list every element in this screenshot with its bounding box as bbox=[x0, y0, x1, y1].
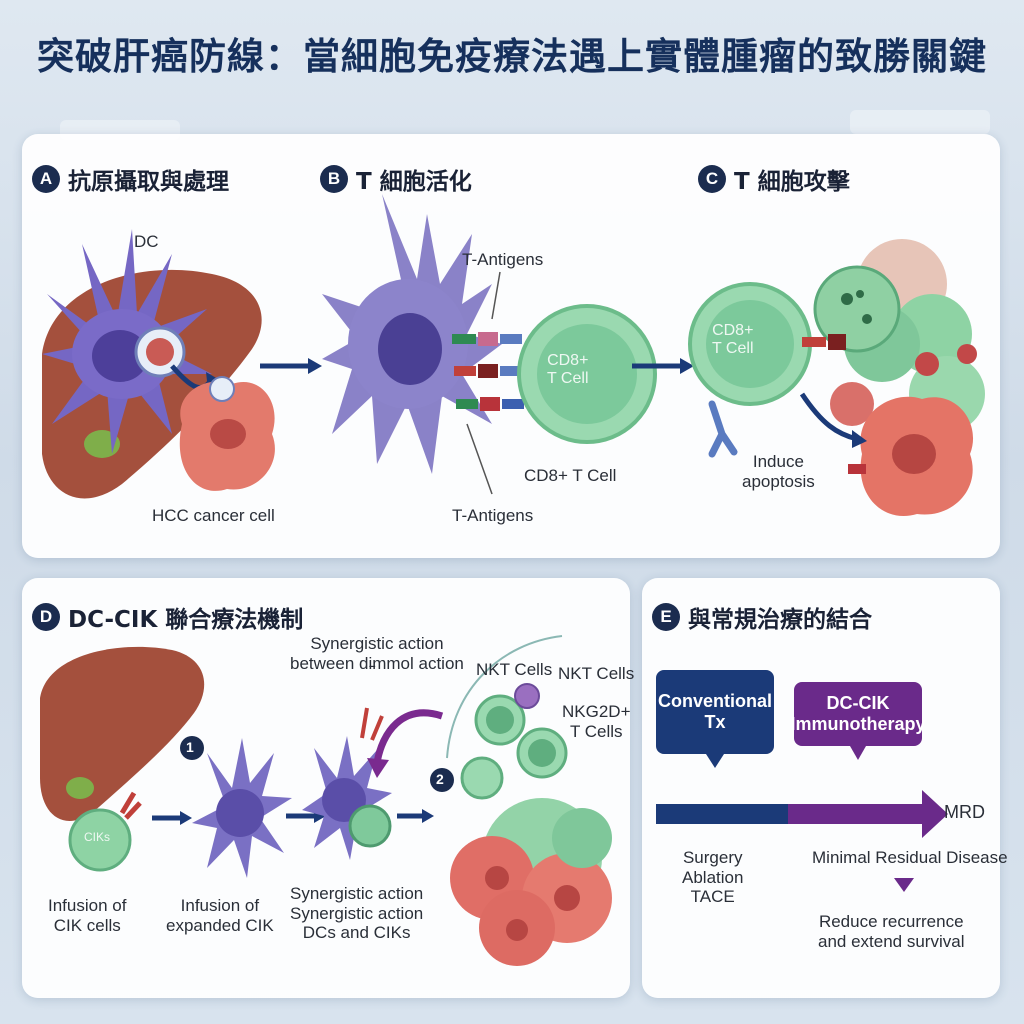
outcome-label: Reduce recurrence and extend survival bbox=[818, 912, 964, 951]
infusion-expanded-label: Infusion of expanded CIK bbox=[166, 896, 274, 935]
timeline-dccik bbox=[788, 804, 924, 824]
antigens-top-label: T-Antigens bbox=[462, 250, 543, 270]
apoptotic-cell bbox=[815, 267, 899, 351]
page-title: 突破肝癌防線：當細胞免疫療法遇上實體腫瘤的致勝關鍵 bbox=[0, 26, 1024, 80]
synergy-arrow bbox=[377, 713, 442, 763]
timeline-conventional bbox=[656, 804, 788, 824]
induce-apoptosis-label: Induce apoptosis bbox=[742, 452, 815, 491]
antigen-core bbox=[146, 338, 174, 366]
nkt-label-2: NKT Cells bbox=[558, 664, 634, 684]
nkt-cell-small bbox=[515, 684, 539, 708]
badge-c: C bbox=[698, 165, 726, 193]
hcc-target-cell bbox=[860, 397, 973, 516]
antigens-bottom-label: T-Antigens bbox=[452, 506, 533, 526]
cd8-cell-b-inner-label: CD8+ T Cell bbox=[547, 352, 589, 389]
badge-b: B bbox=[320, 165, 348, 193]
bg-decor bbox=[850, 110, 990, 134]
panel-c-title: T 細胞攻擊 bbox=[734, 162, 850, 196]
dc-label: DC bbox=[134, 232, 159, 252]
mrd-full-label: Minimal Residual Disease bbox=[812, 848, 1008, 868]
illustration-abc bbox=[22, 134, 1000, 558]
tumor-cluster-d bbox=[450, 798, 612, 966]
nkt-label-1: NKT Cells bbox=[476, 660, 552, 680]
hcc-label: HCC cancer cell bbox=[152, 506, 275, 526]
cd8-cell-c-inner-label: CD8+ T Cell bbox=[712, 322, 754, 359]
t-cell-receptor-c bbox=[712, 404, 734, 454]
panel-b-heading: B T 細胞活化 bbox=[320, 162, 472, 196]
panel-c-heading: C T 細胞攻擊 bbox=[698, 162, 850, 196]
ciks-label: CIKs bbox=[84, 831, 110, 845]
step2-label: 2 bbox=[436, 771, 444, 787]
synergy-bottom-label: Synergistic action Synergistic action DC… bbox=[290, 884, 423, 943]
synergy-top-label: Synergistic action between di̵mmol actio… bbox=[290, 634, 464, 673]
synergy-cik bbox=[350, 806, 390, 846]
mrd-label: MRD bbox=[944, 802, 985, 823]
treatments-label: Surgery Ablation TACE bbox=[682, 848, 743, 907]
panel-abc: A 抗原攝取與處理 bbox=[22, 134, 1000, 558]
infusion-cik-label: Infusion of CIK cells bbox=[48, 896, 126, 935]
liver-d bbox=[40, 647, 204, 821]
panel-b-title: T 細胞活化 bbox=[356, 162, 472, 196]
antigens-pointer-bottom bbox=[467, 424, 492, 494]
step1-label: 1 bbox=[186, 739, 194, 755]
nkg2d-label: NKG2D+ T Cells bbox=[562, 702, 631, 741]
expanded-cik-dc bbox=[192, 738, 292, 878]
panel-e: E 與常規治療的結合 Conventional Tx DC-CIK Immuno… bbox=[642, 578, 1000, 998]
tcr-mhc-complex bbox=[452, 332, 524, 411]
panel-d: D DC-CIK 聯合療法機制 bbox=[22, 578, 630, 998]
cd8-cell-b-label: CD8+ T Cell bbox=[524, 466, 616, 486]
antigens-pointer-top bbox=[492, 272, 500, 319]
